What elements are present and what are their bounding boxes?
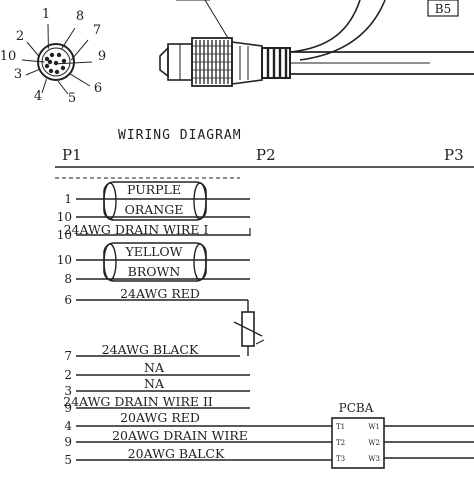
part-label-box: B5	[427, 0, 459, 17]
wire-label: BROWN	[128, 264, 181, 279]
pcba-box	[331, 417, 385, 469]
connector-pin-dot	[49, 52, 55, 58]
wire-label: 24AWG DRAIN WIRE II	[63, 394, 213, 409]
part-label: B5	[435, 2, 451, 16]
connector-pin-label: 1	[42, 7, 50, 22]
connector-pin-label: 5	[68, 91, 76, 106]
thermistor-symbol	[233, 300, 265, 356]
connector-pin-dot	[47, 59, 53, 65]
wire-pin-number: 10	[57, 253, 72, 267]
wire-row: 4 20AWG RED	[64, 410, 332, 433]
connector-pin-label: 8	[76, 9, 84, 24]
wire-label: ORANGE	[125, 202, 184, 217]
wire-label: 24AWG DRAIN WIRE I	[64, 222, 209, 237]
connector-pin-label: 4	[34, 89, 42, 104]
wire-pin-number: 2	[64, 368, 72, 382]
column-p3: P3	[444, 146, 464, 164]
connector-pin-label: 2	[16, 29, 24, 44]
diagram-title: WIRING DIAGRAM	[118, 128, 242, 143]
column-p1: P1	[62, 146, 82, 164]
wire-label: NA	[144, 376, 165, 391]
wire-pin-number: 3	[64, 384, 72, 398]
pcba-right-pin: W3	[368, 455, 380, 463]
connector-pin-dot	[44, 63, 50, 69]
connector-pin-dot	[44, 56, 50, 62]
wire-pin-number: 10	[57, 228, 72, 242]
pcba-left-pin: T3	[336, 455, 345, 463]
wire-row: 2 NA	[64, 360, 250, 382]
wire-pin-number: 5	[64, 453, 72, 467]
cable-connector-drawing	[159, 0, 474, 87]
wire-pin-number: 9	[64, 401, 72, 415]
wire-label: 24AWG BLACK	[102, 342, 199, 357]
connector-pin-dot	[48, 68, 54, 74]
connector-pin-label: 7	[93, 23, 101, 38]
column-p2: P2	[256, 146, 276, 164]
connector-pin-dot	[61, 58, 67, 64]
wire-pin-number: 8	[64, 272, 72, 286]
twisted-pair-1	[103, 181, 207, 221]
connector-pin-label: 3	[14, 67, 22, 82]
pcba-label: PCBA	[339, 401, 374, 415]
connector-pin-dot	[60, 65, 66, 71]
wire-pin-number: 9	[64, 435, 72, 449]
twisted-pair-2	[103, 242, 207, 282]
connector-pin-leaders	[21, 23, 93, 95]
wire-row: 6 24AWG RED	[64, 286, 248, 307]
wire-label: 20AWG BALCK	[128, 446, 225, 461]
pcba-right-pin: W1	[368, 423, 380, 431]
connector-pin-label: 6	[94, 81, 102, 96]
wire-label: NA	[144, 360, 165, 375]
wire-pin-number: 10	[57, 210, 72, 224]
wire-row: 10 YELLOW	[57, 244, 250, 267]
wire-label: 20AWG DRAIN WIRE	[112, 428, 248, 443]
wire-row: 7 24AWG BLACK	[64, 342, 240, 363]
wire-row: 1 PURPLE	[64, 182, 250, 206]
wire-row: 9 20AWG DRAIN WIRE	[64, 428, 332, 449]
connector-outer-ring	[37, 43, 75, 81]
connector-pin-dot	[56, 52, 62, 58]
wire-label: 24AWG RED	[120, 286, 200, 301]
pcba-left-pin: T1	[336, 423, 345, 431]
wire-row: 5 20AWG BALCK	[64, 446, 332, 467]
wire-pin-number: 7	[64, 349, 72, 363]
connector-pin-label: 10	[0, 49, 16, 64]
pcba-right-pin: W2	[368, 439, 380, 447]
connector-pin-dot	[54, 69, 60, 75]
connector-pin-label: 9	[98, 49, 106, 64]
wire-label: YELLOW	[124, 244, 182, 259]
connector-pin-dot	[53, 60, 59, 66]
wire-label: PURPLE	[127, 182, 181, 197]
wire-pin-number: 1	[64, 192, 72, 206]
wire-row: 3 NA	[64, 376, 250, 398]
wire-row: 8 BROWN	[64, 264, 250, 286]
wire-pin-number: 4	[64, 419, 72, 433]
wire-label: 20AWG RED	[120, 410, 200, 425]
wire-pin-number: 6	[64, 293, 72, 307]
pcba-left-pin: T2	[336, 439, 345, 447]
wire-row: 10 ORANGE	[57, 202, 250, 224]
